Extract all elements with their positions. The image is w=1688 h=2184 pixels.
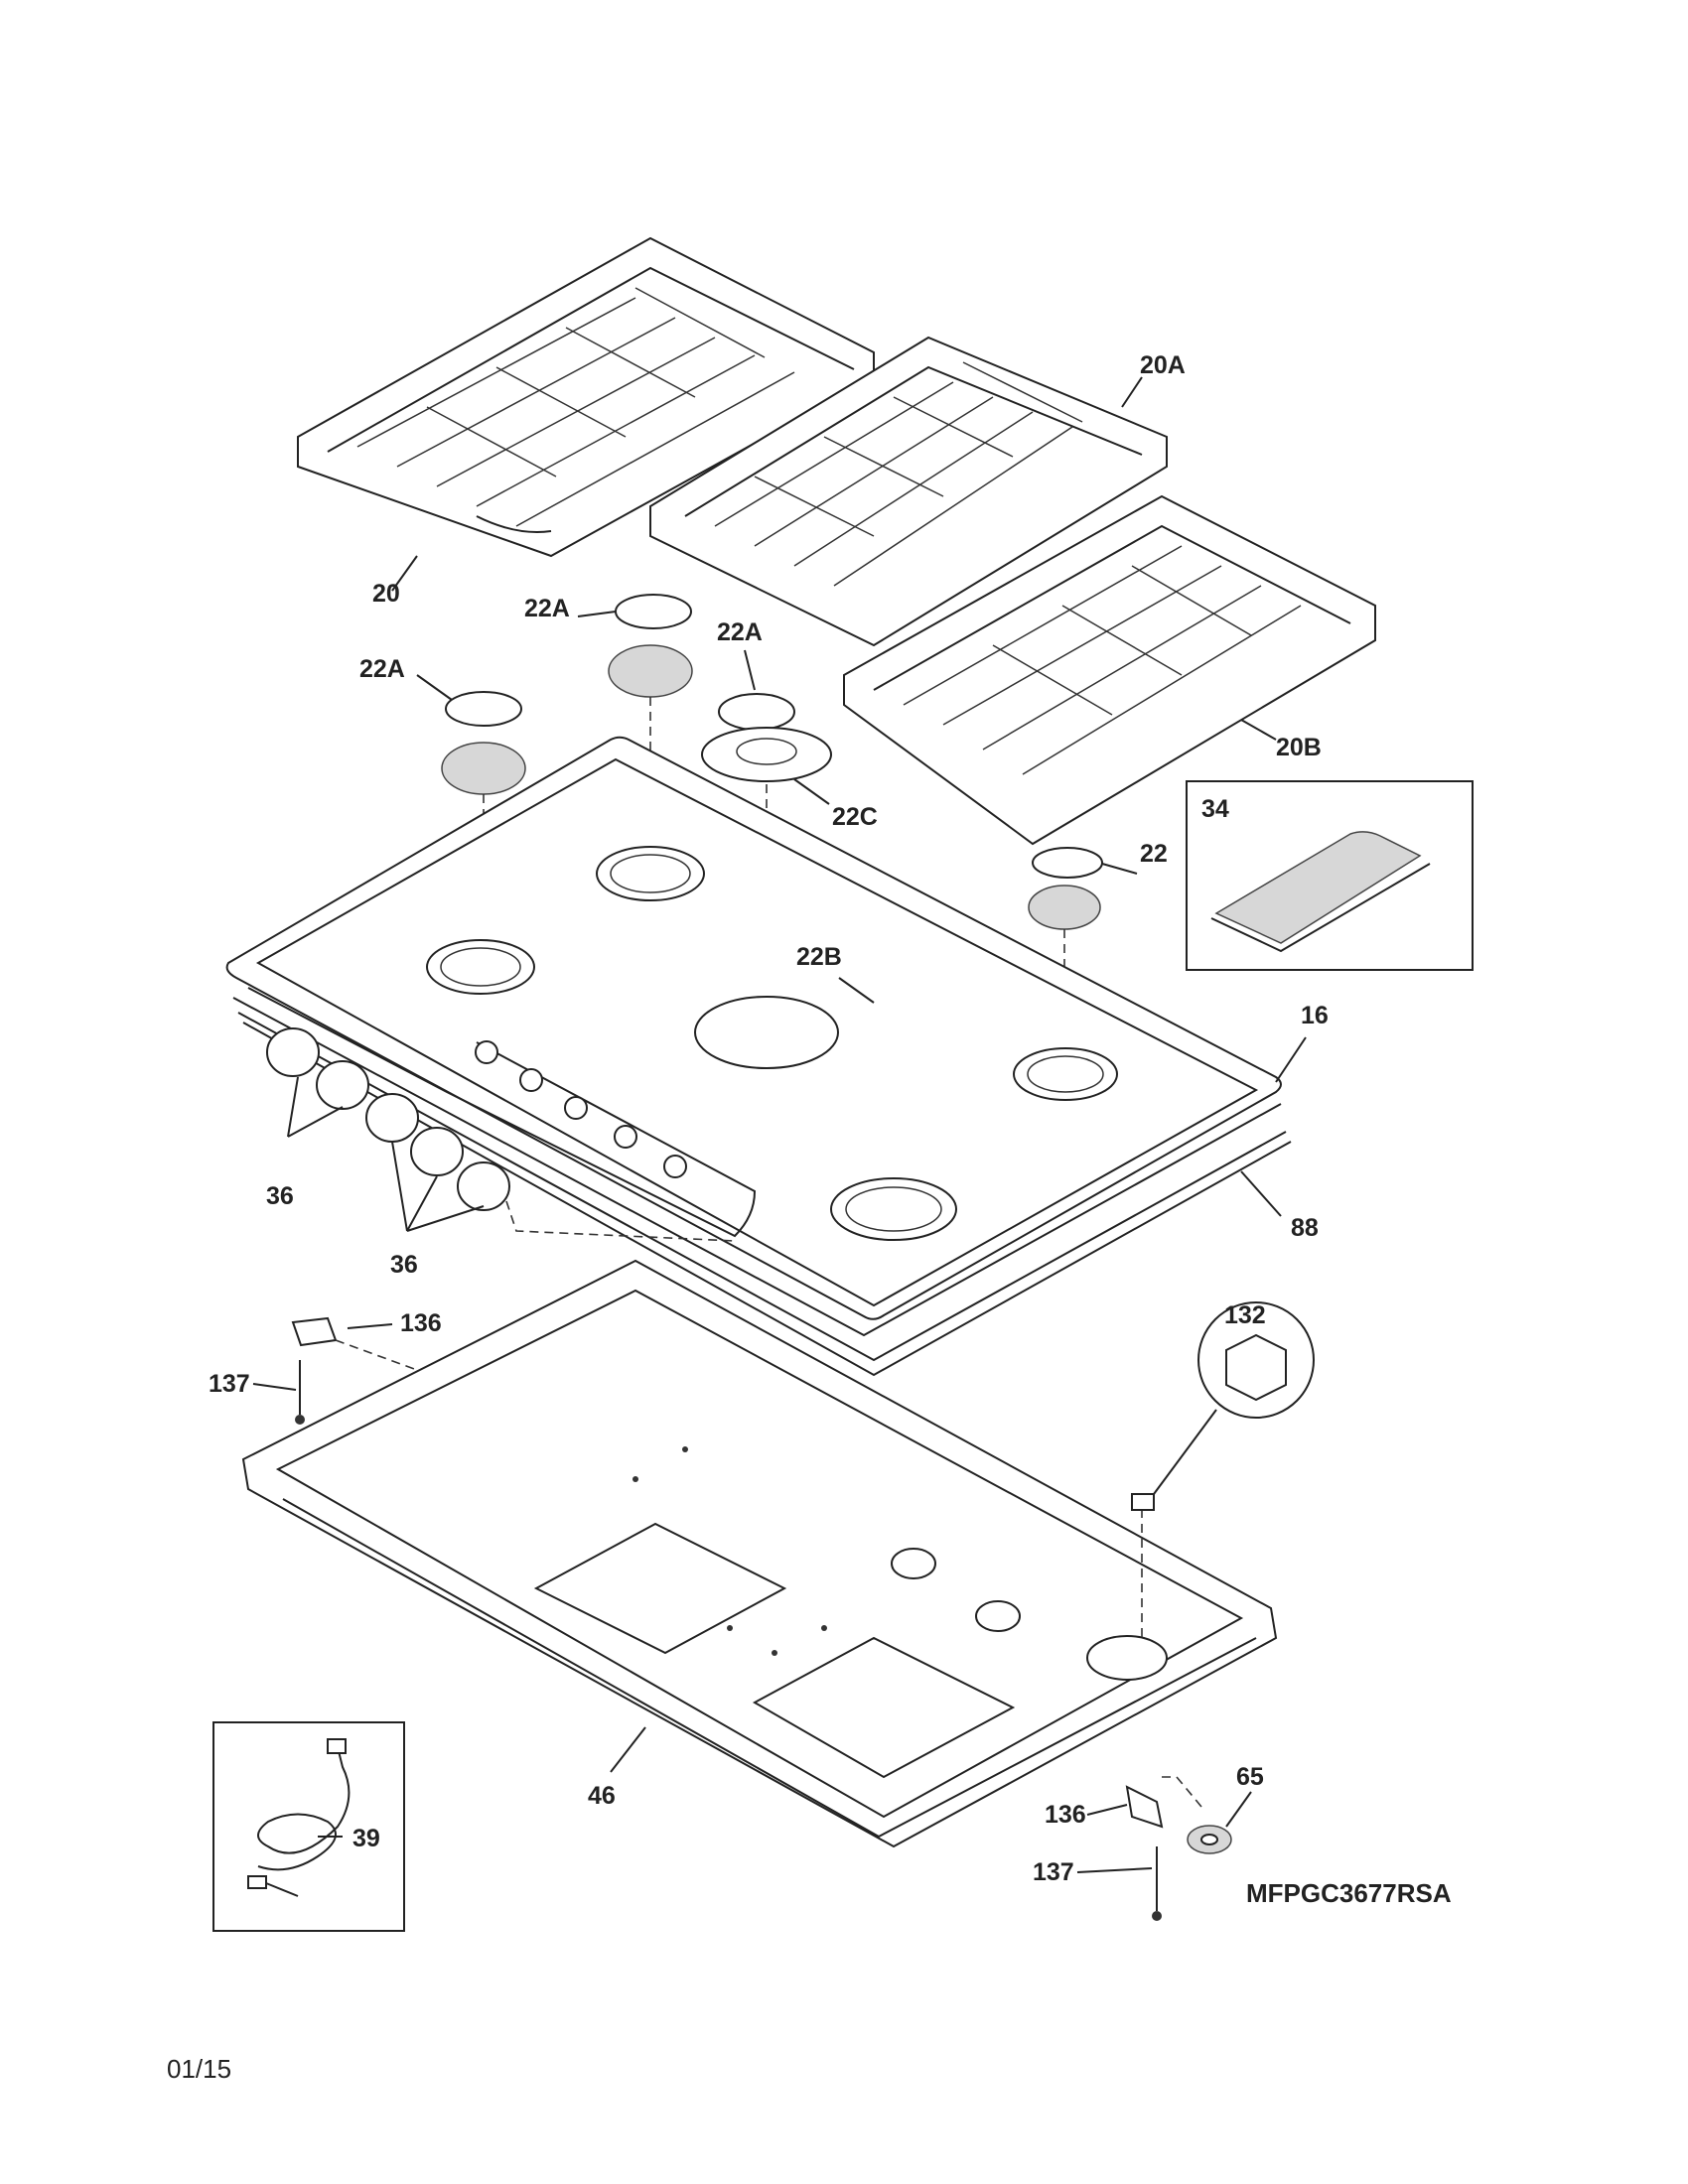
callout-ignitor: 132 xyxy=(1224,1301,1266,1329)
grate-left xyxy=(297,236,875,558)
callout-knobs-b: 36 xyxy=(390,1251,418,1279)
callout-knobs-a: 36 xyxy=(266,1182,294,1210)
callout-power-cord: 39 xyxy=(352,1825,380,1852)
callout-griddle: 34 xyxy=(1201,795,1229,823)
callout-cap-22a-ring: 22A xyxy=(717,618,763,646)
burner-ring-22c xyxy=(701,693,832,1032)
control-knobs xyxy=(266,1027,736,1242)
callout-grate-middle: 20A xyxy=(1140,351,1186,379)
callout-cap-22: 22 xyxy=(1140,840,1168,868)
callout-grommet: 65 xyxy=(1236,1763,1264,1791)
callout-screw-bottom: 137 xyxy=(1033,1858,1074,1886)
callout-gasket: 88 xyxy=(1291,1214,1319,1242)
burner-box xyxy=(241,1259,1278,1848)
callout-cap-22a-left: 22A xyxy=(359,655,405,683)
bracket-top xyxy=(291,1316,418,1425)
grate-right xyxy=(843,494,1376,846)
callout-burner-box: 46 xyxy=(588,1782,616,1810)
callout-bracket-bottom: 136 xyxy=(1045,1801,1086,1829)
callout-grate-left: 20 xyxy=(372,580,400,608)
callout-bracket-top: 136 xyxy=(400,1309,442,1337)
burner-cap-top xyxy=(608,594,693,824)
burner-cap-left xyxy=(441,691,526,953)
callout-screw-top: 137 xyxy=(209,1370,250,1398)
footer-date: 01/15 xyxy=(167,2054,231,2084)
cooktop xyxy=(225,736,1282,1337)
callout-cap-22b: 22B xyxy=(796,943,842,971)
griddle-inset xyxy=(1186,780,1474,971)
callout-cooktop: 16 xyxy=(1301,1002,1329,1029)
model-number: MFPGC3677RSA xyxy=(1246,1878,1452,1908)
callout-burner-22c: 22C xyxy=(832,803,878,831)
ignitor-inset xyxy=(1153,1301,1315,1495)
leader-lines xyxy=(252,376,1307,1873)
burner-cap-right xyxy=(1028,847,1103,1062)
power-cord-inset xyxy=(212,1721,405,1932)
bracket-bottom xyxy=(1125,1776,1202,1921)
callout-grate-right: 20B xyxy=(1276,734,1322,761)
grate-middle xyxy=(649,336,1168,647)
grommet xyxy=(1187,1825,1232,1854)
callout-cap-22a-center: 22A xyxy=(524,595,570,622)
